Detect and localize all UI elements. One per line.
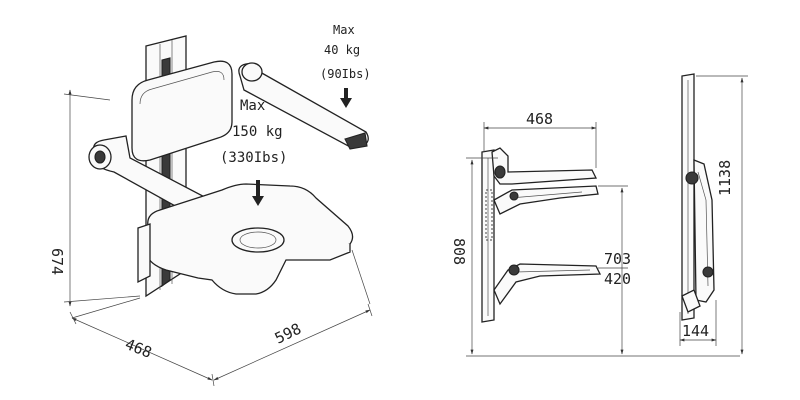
- side-dim-seat-703-text: 703: [604, 250, 631, 268]
- side-dim-468: 468: [483, 110, 597, 168]
- max-seat-lbs: (330Ibs): [220, 150, 287, 166]
- dim-depth-468: 468: [69, 297, 215, 387]
- backrest: [131, 60, 233, 162]
- max-backrest-lbs: (90Ibs): [320, 67, 371, 81]
- side-upper-arm: [491, 147, 598, 185]
- folded-dim-144: 144: [679, 300, 717, 346]
- side-dim-height-text: 808: [450, 238, 468, 265]
- folded-dim-depth-text: 144: [682, 322, 709, 340]
- side-dim-seat-420-text: 420: [604, 270, 631, 288]
- side-view: 468 808 703 420: [450, 110, 740, 357]
- side-dim-depth-text: 468: [526, 110, 553, 128]
- folded-dim-height-text: 1138: [716, 160, 734, 196]
- max-seat-kg: 150 kg: [232, 124, 283, 140]
- side-dim-703-420: 703 420: [598, 185, 631, 355]
- max-seat-label: Max: [240, 98, 265, 114]
- dim-width-text: 598: [272, 320, 304, 348]
- side-seat-upper: [493, 185, 599, 215]
- side-dim-808: 808: [450, 157, 498, 355]
- max-backrest-kg: 40 kg: [324, 43, 360, 57]
- side-lower-arm: [493, 263, 602, 306]
- seat: [137, 183, 354, 295]
- max-backrest-label: Max: [333, 23, 355, 37]
- folded-dim-1138: 1138: [696, 75, 748, 355]
- dim-depth-text: 468: [123, 335, 155, 362]
- armrest-right: [238, 62, 369, 150]
- folded-view: 1138 144: [679, 73, 748, 355]
- dim-height-674: 674: [48, 89, 141, 307]
- backrest-load-arrow: [340, 88, 352, 108]
- seat-load-arrow: [252, 180, 264, 206]
- dim-height-text: 674: [48, 248, 66, 275]
- isometric-view: Max 40 kg (90Ibs) Max 150 kg (330Ibs) 67…: [48, 23, 373, 387]
